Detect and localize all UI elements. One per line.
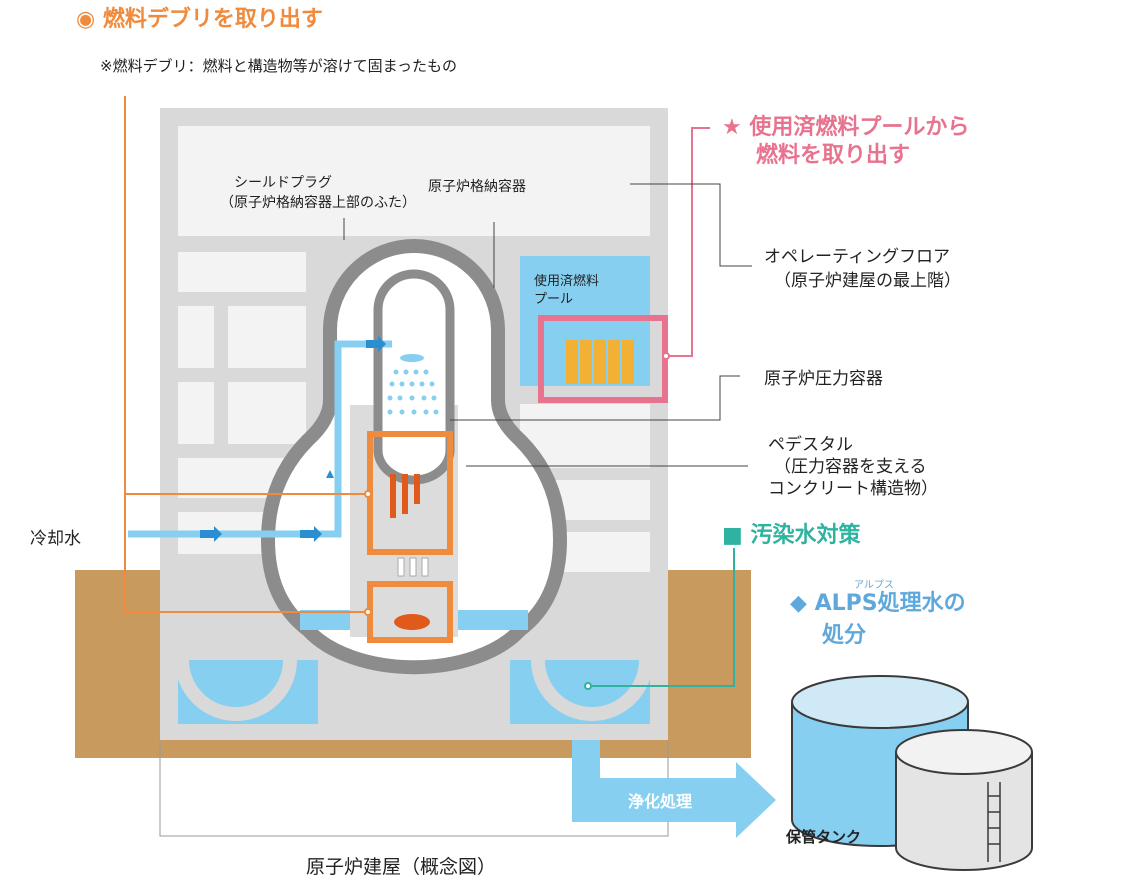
operating-floor-label-2: （原子炉建屋の最上階） (774, 271, 961, 291)
pedestal-label-2: （圧力容器を支える (774, 457, 927, 477)
alps-ruby: アルプス (854, 580, 894, 591)
operating-floor-label-1: オペレーティングフロア (764, 247, 950, 267)
alps-title: ◆ ALPS処理水の (790, 590, 966, 618)
building-label: 原子炉建屋（概念図） (306, 856, 497, 878)
torus-right (531, 599, 653, 721)
alps-title-line2: 処分 (822, 623, 867, 648)
debris-title: ◉ 燃料デブリを取り出す (76, 6, 323, 34)
torus-left (175, 599, 297, 721)
purification-arrow (572, 740, 776, 838)
spent-pool-label-2: プール (534, 292, 574, 307)
containment-label: 原子炉格納容器 (428, 179, 526, 195)
water-marker: ■ (722, 523, 743, 548)
alps-marker: ◆ (790, 591, 807, 616)
spent-pool-label-1: 使用済燃料 (534, 274, 600, 289)
water-title: ■ 汚染水対策 (722, 522, 860, 550)
pressure-vessel (373, 269, 455, 485)
cooling-water-pipe (128, 340, 392, 538)
control-rods (390, 474, 429, 577)
cooling-water-label: 冷却水 (30, 529, 81, 549)
fuel-debris (394, 614, 430, 630)
purification-label: 浄化処理 (628, 792, 693, 811)
water-title-text: 汚染水対策 (750, 523, 861, 548)
pressure-vessel-label: 原子炉圧力容器 (764, 369, 883, 389)
debris-marker: ◉ (76, 7, 96, 32)
shield-plug-label-2: （原子炉格納容器上部のふた） (220, 195, 416, 211)
pool-leader (662, 127, 710, 360)
gray-leaders (343, 183, 752, 467)
pool-title-line1: 使用済燃料プールから (749, 115, 970, 140)
pedestal-label-3: コンクリート構造物） (768, 479, 938, 499)
debris-note: ※燃料デブリ：燃料と構造物等が溶けて固まったもの (100, 57, 457, 75)
storage-tank-front (895, 729, 1033, 871)
fuel-assemblies (566, 340, 634, 384)
debris-leaders (124, 96, 372, 616)
storage-tank-label: 保管タンク (786, 828, 862, 846)
alps-title-line1: ALPS処理水の (814, 591, 966, 616)
debris-title-text: 燃料デブリを取り出す (102, 7, 323, 32)
operating-floor-room (178, 126, 650, 236)
spray (387, 354, 439, 415)
water-leader (584, 548, 735, 690)
shield-plug-label-1: シールドプラグ (234, 175, 332, 191)
pool-marker: ★ (722, 115, 742, 140)
flow-arrows (200, 336, 386, 542)
pool-title-line2: 燃料を取り出す (756, 143, 911, 168)
pedestal-label-1: ペデスタル (768, 435, 853, 455)
pool-removal-title: ★ 使用済燃料プールから (722, 114, 969, 142)
